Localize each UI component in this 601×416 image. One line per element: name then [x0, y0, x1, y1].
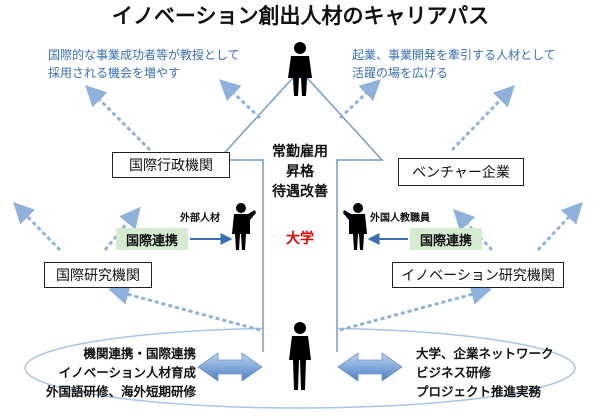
green-label-right: 国際連携 — [410, 228, 482, 250]
figure-label-right: 外国人教職員 — [370, 213, 430, 224]
bottom-left-double-arrow — [197, 352, 263, 382]
box-venture: ベンチャー企業 — [398, 158, 524, 186]
top-left-note-line2: 採用される機会を増やす — [48, 66, 181, 80]
top-right-note-line2: 活躍の場を広げる — [352, 66, 449, 80]
figure-label-left: 外部人材 — [180, 213, 220, 224]
center-text-promotion: 昇格 — [286, 164, 314, 180]
bottom-right-list: 大学、企業ネットワーク ビジネス研修 プロジェクト推進実務 — [416, 344, 576, 401]
box-innov-research: イノベーション研究機関 — [392, 262, 564, 288]
dashed-arrows — [13, 79, 583, 332]
bottom-right-double-arrow — [337, 352, 403, 382]
top-left-note: 国際的な事業成功者等が教授として 採用される機会を増やす — [48, 46, 240, 82]
bottom-right-line1: 大学、企業ネットワーク — [416, 346, 554, 361]
bottom-left-line3: 外国語研修、海外短期研修 — [46, 384, 197, 399]
person-icon-bottom — [289, 322, 311, 390]
center-text-employment: 常勤雇用 — [272, 144, 328, 160]
green-label-left: 国際連携 — [116, 228, 188, 250]
bottom-right-line2: ビジネス研修 — [416, 365, 492, 380]
person-icon-left — [232, 203, 256, 250]
page-title: イノベーション創出人材のキャリアパス — [111, 4, 490, 28]
bottom-left-line2: イノベーション人材育成 — [58, 365, 196, 380]
bottom-right-line3: プロジェクト推進実務 — [416, 384, 542, 399]
bottom-left-line1: 機関連携・国際連携 — [83, 346, 196, 361]
bottom-left-list: 機関連携・国際連携 イノベーション人材育成 外国語研修、海外短期研修 — [46, 344, 196, 401]
box-intl-admin: 国際行政機関 — [112, 152, 230, 178]
top-right-note-line1: 起業、事業開発を牽引する人材として — [352, 48, 556, 62]
center-benefits: 常勤雇用 昇格 待遇改善 — [270, 142, 330, 202]
box-intl-research: 国際研究機関 — [44, 262, 152, 288]
university-label: 大学 — [286, 231, 314, 247]
person-icon-top — [288, 42, 312, 96]
center-text-treatment: 待遇改善 — [272, 184, 328, 200]
top-left-note-line1: 国際的な事業成功者等が教授として — [48, 48, 240, 62]
top-right-note: 起業、事業開発を牽引する人材として 活躍の場を広げる — [352, 46, 556, 82]
person-icon-right — [343, 203, 367, 250]
